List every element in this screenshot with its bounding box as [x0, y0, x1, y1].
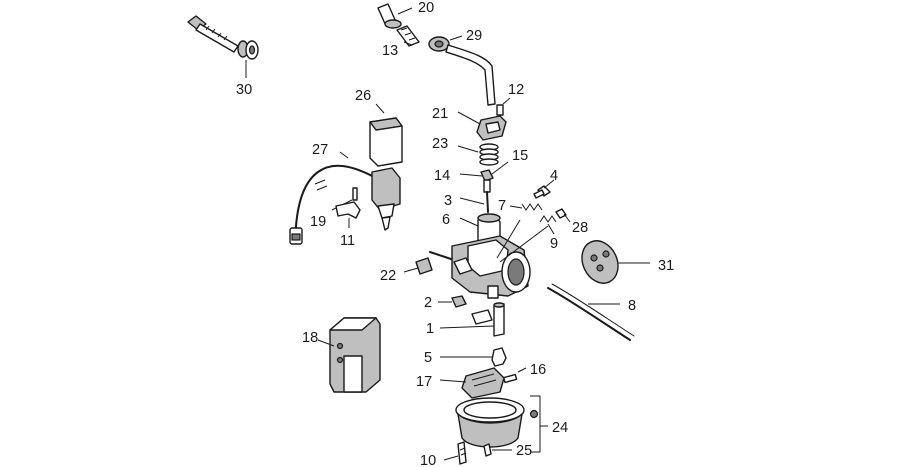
part-16-pin: [502, 367, 527, 384]
callout-15: 15: [512, 148, 528, 164]
part-1-jet-holder: [439, 302, 505, 337]
callout-2: 2: [424, 295, 432, 311]
callout-11: 11: [340, 233, 355, 249]
part-2-jet: [438, 295, 467, 308]
part-22-screw: [403, 257, 433, 275]
callout-30: 30: [236, 82, 252, 98]
callout-1: 1: [426, 321, 434, 337]
part-9-28-idle-screw: [539, 208, 571, 235]
part-12-screw: [496, 97, 511, 116]
part-13-threaded-adjuster: [396, 25, 420, 47]
callout-27: 27: [312, 142, 328, 158]
callout-14: 14: [434, 168, 450, 184]
callout-29: 29: [466, 28, 482, 44]
callout-4: 4: [550, 168, 558, 184]
part-30-bolt: [187, 15, 259, 78]
callout-9: 9: [550, 236, 558, 252]
part-31-gasket: [581, 240, 650, 284]
callout-13: 13: [382, 43, 398, 59]
part-14-15-needle-clip: [459, 161, 509, 193]
callout-23: 23: [432, 136, 448, 152]
part-10-25-screws: [443, 441, 512, 465]
part-8-hose: [547, 283, 635, 341]
callout-31: 31: [658, 258, 674, 274]
part-11-bracket: [335, 201, 361, 228]
part-4-screw: [533, 179, 555, 199]
part-26-cap: [369, 103, 403, 167]
part-18-bracket-block: [317, 317, 381, 393]
callout-3: 3: [444, 193, 452, 209]
callout-26: 26: [355, 88, 371, 104]
callout-6: 6: [442, 212, 450, 228]
callout-10: 10: [420, 453, 436, 467]
callout-21: 21: [432, 106, 448, 122]
part-23-spring: [457, 143, 499, 166]
callout-5: 5: [424, 350, 432, 366]
callout-24: 24: [552, 420, 568, 436]
callout-8: 8: [628, 298, 636, 314]
callout-20: 20: [418, 0, 434, 16]
part-24-float-bowl: [455, 395, 548, 453]
callout-28: 28: [572, 220, 588, 236]
part-7-spring: [509, 203, 543, 211]
callout-25: 25: [516, 443, 532, 459]
callout-16: 16: [530, 362, 546, 378]
callout-labels: 20 13 29 30 26 12 21 23 27 15 14 4 3 7 1…: [236, 0, 674, 467]
callout-17: 17: [416, 374, 432, 390]
part-3-needle: [459, 191, 489, 213]
part-29-nut-cable-tube: [428, 35, 496, 106]
part-17-float: [439, 367, 505, 399]
callout-19: 19: [310, 214, 326, 230]
carburettor-body: [429, 219, 549, 299]
callout-22: 22: [380, 268, 396, 284]
callout-12: 12: [508, 82, 524, 98]
part-27-choke-unit: [289, 151, 401, 245]
part-5-float-needle: [440, 347, 507, 367]
callout-18: 18: [302, 330, 318, 346]
part-20-adjuster: [377, 3, 413, 29]
callout-7: 7: [498, 198, 506, 214]
part-21-top-cover: [457, 111, 507, 141]
